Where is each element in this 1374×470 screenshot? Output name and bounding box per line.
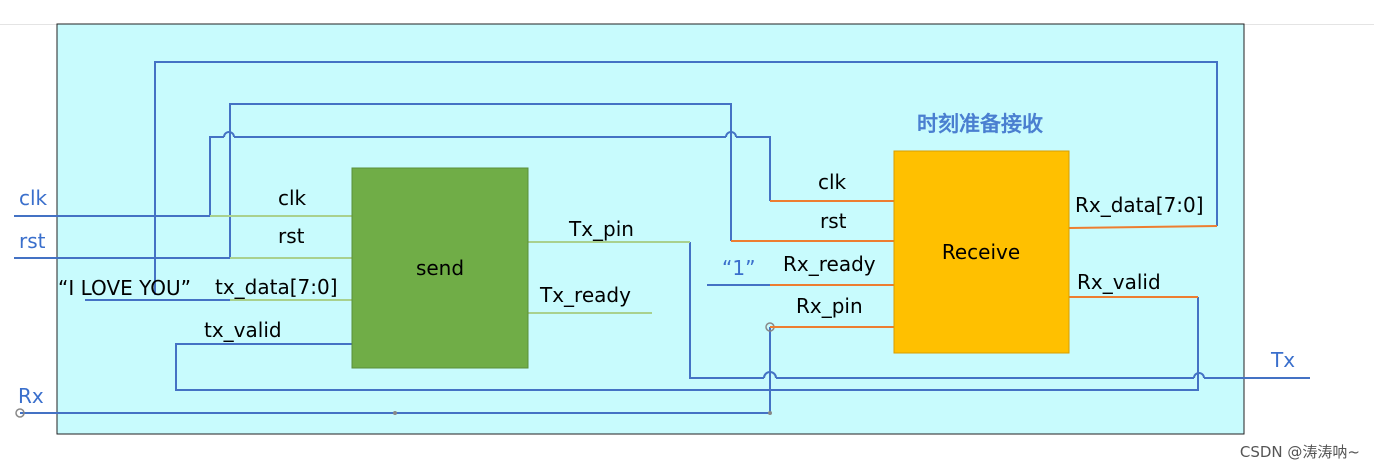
rx-dot-1 (393, 411, 397, 415)
green-wires (210, 215, 690, 314)
rx-ready-const-label: “1” (722, 256, 755, 280)
rst-wire (14, 103, 732, 259)
rx-data-loop (154, 61, 1218, 295)
recv-port-rxready: Rx_ready (783, 252, 876, 276)
recv-port-rxvalid: Rx_valid (1077, 270, 1161, 294)
send-port-txpin: Tx_pin (568, 217, 634, 241)
receive-block (893, 150, 1070, 354)
send-port-txvalid: tx_valid (204, 318, 282, 342)
ext-rst-label: rst (19, 229, 46, 253)
recv-rxdata-wire (1068, 225, 1218, 229)
send-block (351, 167, 529, 369)
recv-port-rxdata: Rx_data[7:0] (1075, 193, 1204, 217)
watermark: CSDN @涛涛呐~ (1239, 443, 1360, 461)
send-port-rst: rst (278, 224, 305, 248)
tx-data-const-label: “I LOVE YOU” (58, 276, 191, 300)
clk-wire-a (14, 136, 224, 217)
recv-port-clk: clk (818, 170, 847, 194)
ext-clk-label: clk (19, 186, 48, 210)
ext-tx-label: Tx (1270, 348, 1295, 372)
junction-dots (15, 322, 775, 418)
rx-dot-2 (768, 411, 772, 415)
tx-pin-wire-a (689, 242, 764, 379)
send-block-label: send (416, 256, 464, 280)
tx-valid-wire (175, 297, 1199, 391)
send-port-txready: Tx_ready (539, 283, 631, 307)
ext-rx-label: Rx (18, 384, 44, 408)
recv-port-rst: rst (820, 209, 847, 233)
orange-wires (731, 200, 1218, 328)
send-port-clk: clk (278, 186, 307, 210)
receive-block-label: Receive (942, 240, 1020, 264)
receive-annotation: 时刻准备接收 (917, 112, 1043, 136)
rx-terminal (15, 408, 25, 418)
clk-wire-c (736, 136, 771, 201)
recv-port-rxpin: Rx_pin (796, 294, 863, 318)
send-port-txdata: tx_data[7:0] (215, 275, 338, 299)
